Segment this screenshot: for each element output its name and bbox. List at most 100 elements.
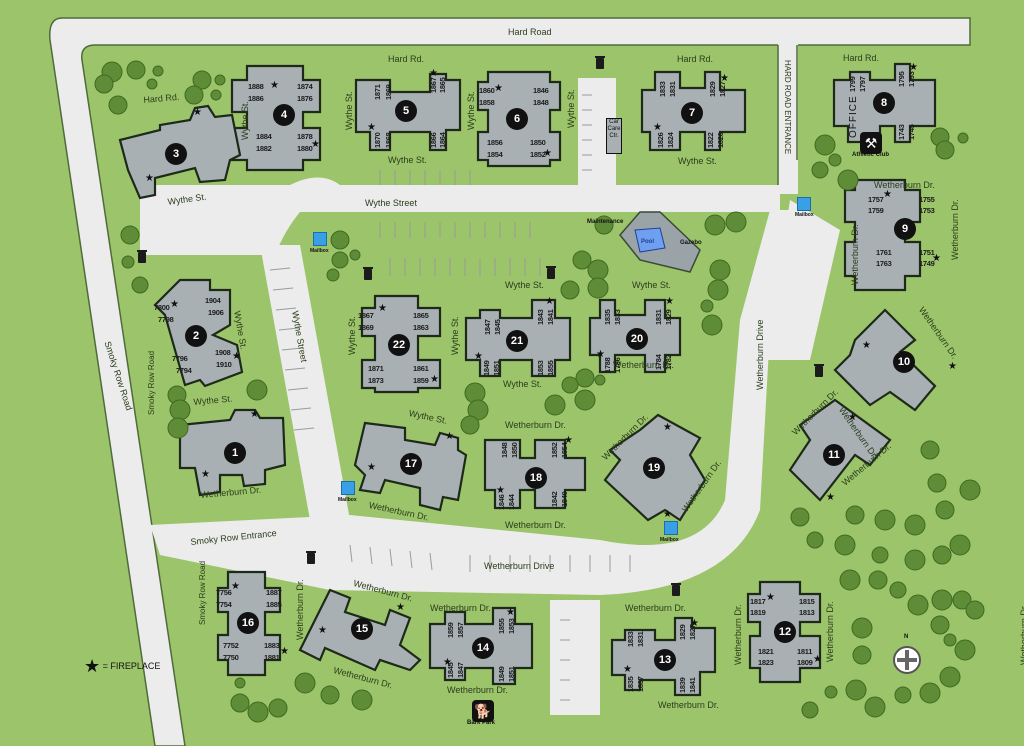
- building-badge-22: 22: [388, 334, 410, 356]
- building-badge-2: 2: [185, 325, 207, 347]
- building-badge-7: 7: [681, 102, 703, 124]
- street-label: Wythe St.: [450, 316, 460, 355]
- unit-number: 1821: [758, 647, 774, 656]
- unit-number: 1795: [897, 71, 906, 88]
- unit-number: 1888: [248, 82, 264, 91]
- street-label: Wythe St.: [344, 91, 354, 130]
- road-label-hard-road: Hard Road: [508, 27, 552, 37]
- unit-number: 1799: [848, 76, 857, 93]
- unit-number: 1852: [530, 150, 546, 159]
- unit-number: 1847: [483, 319, 492, 336]
- fireplace-star-icon: ★: [690, 618, 699, 629]
- street-label: Wythe St.: [632, 280, 671, 290]
- unit-number: 1757: [868, 195, 884, 204]
- building-badge-13: 13: [654, 649, 676, 671]
- unit-number: 1809: [797, 658, 813, 667]
- fireplace-star-icon: ★: [506, 607, 515, 618]
- fireplace-star-icon: ★: [443, 657, 452, 668]
- fireplace-star-icon: ★: [430, 374, 439, 385]
- building-badge-19: 19: [643, 457, 665, 479]
- unit-number: 1835: [626, 676, 635, 693]
- unit-number: 1797: [858, 76, 867, 93]
- unit-number: 1867: [358, 311, 374, 320]
- road-label-wetherburn-drive: Wetherburn Drive: [484, 561, 555, 571]
- fireplace-star-icon: ★: [429, 68, 438, 79]
- road-label-wetherburn-drive-vertical: Wetherburn Drive: [755, 319, 765, 390]
- unit-number: 1858: [479, 98, 495, 107]
- unit-number: 1873: [368, 376, 384, 385]
- street-label: Wetherburn Dr.: [505, 520, 566, 530]
- unit-number: 1851: [507, 666, 516, 683]
- fireplace-star-icon: ★: [378, 303, 387, 314]
- building-badge-6: 6: [506, 108, 528, 130]
- unit-number: 1829: [664, 309, 673, 326]
- mailbox-icon: [797, 197, 811, 211]
- office-label: OFFICE: [848, 95, 859, 138]
- unit-number: 1833: [658, 81, 667, 98]
- unit-number: 1885: [266, 600, 282, 609]
- building-badge-8: 8: [873, 92, 895, 114]
- unit-number: 1784: [654, 354, 663, 371]
- street-label: Wetherburn Dr.: [430, 603, 491, 613]
- unit-number: 1840: [560, 491, 569, 508]
- trees: [94, 60, 985, 723]
- unit-number: 1782: [664, 354, 673, 371]
- street-label: Wetherburn Dr.: [950, 199, 960, 260]
- unit-number: 1813: [799, 608, 815, 617]
- fireplace-star-icon: ★: [145, 173, 154, 184]
- unit-number: 1865: [413, 311, 429, 320]
- street-label: Wetherburn Dr.: [1019, 604, 1024, 665]
- unit-number: 1761: [876, 248, 892, 257]
- legend-label: = FIREPLACE: [102, 660, 161, 671]
- car-care-center-label: Car Care Ctr.: [606, 118, 622, 154]
- building-badge-9: 9: [894, 218, 916, 240]
- unit-number: 1751: [919, 248, 935, 257]
- unit-number: 1859: [413, 376, 429, 385]
- unit-number: 1908: [215, 348, 231, 357]
- compass-north-label: N: [904, 634, 909, 640]
- unit-number: 1881: [264, 653, 280, 662]
- building-badge-15: 15: [351, 618, 373, 640]
- mailbox-label: Mailbox: [338, 497, 357, 503]
- unit-number: 1853: [536, 360, 545, 377]
- building-badge-11: 11: [823, 444, 845, 466]
- unit-number: 1822: [706, 132, 715, 149]
- unit-number: 1843: [536, 309, 545, 326]
- building-badge-12: 12: [774, 621, 796, 643]
- unit-number: 7800: [154, 303, 170, 312]
- unit-number: 7754: [216, 600, 232, 609]
- fireplace-star-icon: ★: [170, 299, 179, 310]
- fireplace-star-icon: ★: [445, 431, 454, 442]
- trash-icon: [306, 551, 316, 564]
- unit-number: 1882: [256, 144, 272, 153]
- unit-number: 1854: [487, 150, 503, 159]
- unit-number: 7750: [223, 653, 239, 662]
- building-badge-20: 20: [626, 328, 648, 350]
- unit-number: 1859: [446, 622, 455, 639]
- street-label: Hard Rd.: [388, 54, 425, 64]
- building-badge-17: 17: [400, 453, 422, 475]
- fireplace-star-icon: ★: [494, 83, 503, 94]
- fireplace-star-icon: ★: [318, 625, 327, 636]
- unit-number: 1829: [678, 624, 687, 641]
- unit-number: 1855: [497, 618, 506, 635]
- unit-number: 1868: [384, 132, 393, 149]
- unit-number: 1835: [603, 309, 612, 326]
- pool-complex: [619, 211, 701, 273]
- fireplace-star-icon: ★: [596, 349, 605, 360]
- mailbox-label: Mailbox: [660, 537, 679, 543]
- building-badge-10: 10: [893, 351, 915, 373]
- trash-icon: [671, 583, 681, 596]
- unit-number: 1844: [507, 494, 516, 511]
- unit-number: 1871: [373, 84, 382, 101]
- athletic-club-label: Athletic Club: [852, 152, 889, 158]
- fireplace-star-icon: ★: [909, 62, 918, 73]
- unit-number: 1883: [264, 641, 280, 650]
- fireplace-star-icon: ★: [270, 80, 279, 91]
- building-badge-18: 18: [525, 467, 547, 489]
- fireplace-star-icon: ★: [848, 412, 857, 423]
- athletic-club-icon: ⚒: [860, 132, 882, 154]
- unit-number: 1837: [636, 676, 645, 693]
- road-label-wythe-street: Wythe Street: [365, 198, 417, 208]
- mailbox-label: Mailbox: [310, 248, 329, 254]
